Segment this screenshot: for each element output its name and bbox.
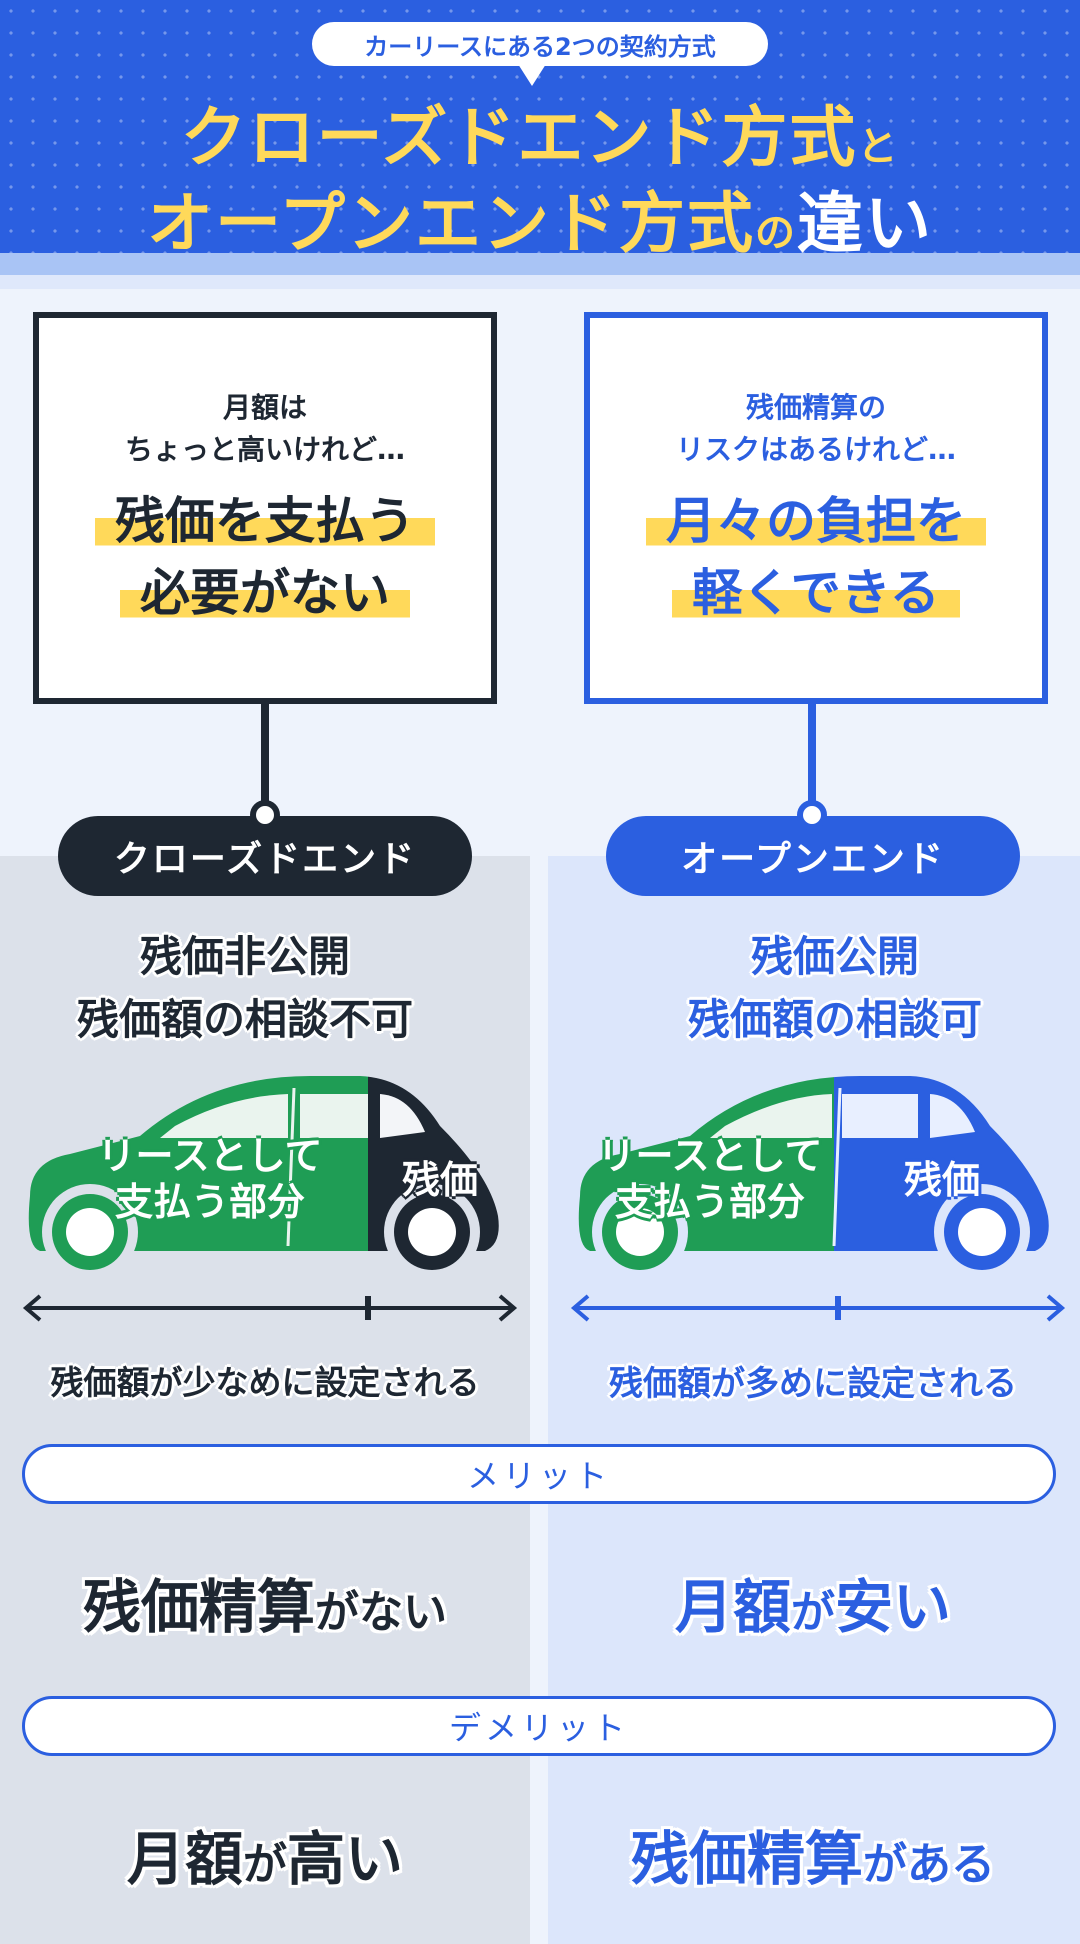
open-end-label: オープンエンド — [606, 816, 1020, 896]
subtitle-pill: カーリースにある2つの契約方式 — [312, 22, 768, 66]
closed-end-residual-part-label: 残価 — [401, 1158, 478, 1202]
subtitle-pill-tail — [518, 64, 546, 86]
open-end-headline-1: 月々の負担を — [646, 491, 986, 550]
title-open-end: オープンエンド方式 — [146, 185, 756, 262]
open-end-demerit-particle: がある — [863, 1839, 995, 1890]
closed-end-length-arrow — [22, 1294, 518, 1322]
closed-end-car: リースとして 支払う部分 残価 — [20, 1066, 520, 1296]
title-closed-end: クローズドエンド方式 — [180, 99, 858, 176]
open-end-length-arrow — [570, 1294, 1066, 1322]
title-difference: 違い — [797, 185, 934, 262]
open-end-column — [548, 856, 1080, 1944]
closed-end-residual-line2: 残価額の相談不可 — [76, 995, 413, 1044]
closed-end-residual-line1: 残価非公開 — [139, 932, 350, 981]
closed-end-callout-headline: 残価を支払う 必要がない — [95, 485, 435, 630]
open-end-merit-end: 安い — [835, 1573, 952, 1641]
open-end-merit: 月額が安い — [548, 1560, 1078, 1644]
open-end-merit-main: 月額 — [674, 1573, 791, 1641]
closed-end-demerit-particle: が — [243, 1839, 287, 1890]
open-end-demerit: 残価精算がある — [548, 1812, 1078, 1896]
open-end-residual-part-label: 残価 — [903, 1158, 980, 1202]
title-line-2: オープンエンド方式の違い — [0, 170, 1080, 266]
open-end-paid-part-label: リースとして 支払う部分 — [597, 1134, 823, 1224]
closed-end-residual-info: 残価非公開 残価額の相談不可 — [0, 925, 490, 1051]
merit-header: メリット — [22, 1444, 1056, 1504]
demerit-header: デメリット — [22, 1696, 1056, 1756]
open-end-demerit-main: 残価精算 — [630, 1825, 863, 1893]
closed-end-merit: 残価精算がない — [0, 1560, 530, 1644]
closed-end-callout: 月額は ちょっと高いけれど… 残価を支払う 必要がない — [33, 312, 497, 704]
open-end-car: リースとして 支払う部分 残価 — [570, 1066, 1070, 1296]
closed-end-callout-lead: 月額は ちょっと高いけれど… — [124, 390, 405, 466]
closed-end-merit-particle: がない — [315, 1587, 447, 1638]
open-end-residual-info: 残価公開 残価額の相談可 — [590, 925, 1080, 1051]
car-icon — [578, 1076, 1049, 1280]
open-end-residual-line2: 残価額の相談可 — [687, 995, 982, 1044]
closed-end-column — [0, 856, 530, 1944]
open-end-callout: 残価精算の リスクはあるけれど… 月々の負担を 軽くできる — [584, 312, 1048, 704]
open-end-callout-lead: 残価精算の リスクはあるけれど… — [675, 390, 956, 466]
closed-end-connector — [261, 698, 269, 812]
open-end-merit-particle: が — [791, 1587, 835, 1638]
open-end-headline-2: 軽くできる — [672, 564, 960, 622]
car-icon — [28, 1076, 499, 1280]
closed-end-demerit-end: 高い — [287, 1825, 404, 1893]
closed-end-residual-note: 残価額が少なめに設定される — [50, 1363, 480, 1402]
open-end-connector-dot — [797, 800, 827, 830]
closed-end-demerit-main: 月額 — [126, 1825, 243, 1893]
open-end-callout-headline: 月々の負担を 軽くできる — [646, 485, 986, 630]
open-end-residual-line1: 残価公開 — [750, 932, 919, 981]
closed-end-merit-main: 残価精算 — [82, 1573, 315, 1641]
closed-end-connector-dot — [250, 800, 280, 830]
title-particle-no: の — [755, 210, 798, 256]
closed-end-headline-1: 残価を支払う — [95, 491, 435, 550]
header-stripe-light — [0, 275, 1080, 289]
closed-end-headline-2: 必要がない — [120, 564, 410, 622]
title-particle-to: と — [857, 124, 900, 170]
open-end-connector — [808, 698, 816, 812]
open-end-residual-note: 残価額が多めに設定される — [609, 1364, 1017, 1404]
title-line-1: クローズドエンド方式と — [0, 84, 1080, 180]
closed-end-paid-part-label: リースとして 支払う部分 — [97, 1134, 323, 1224]
header-stripe — [0, 253, 1080, 275]
closed-end-demerit: 月額が高い — [0, 1812, 530, 1896]
